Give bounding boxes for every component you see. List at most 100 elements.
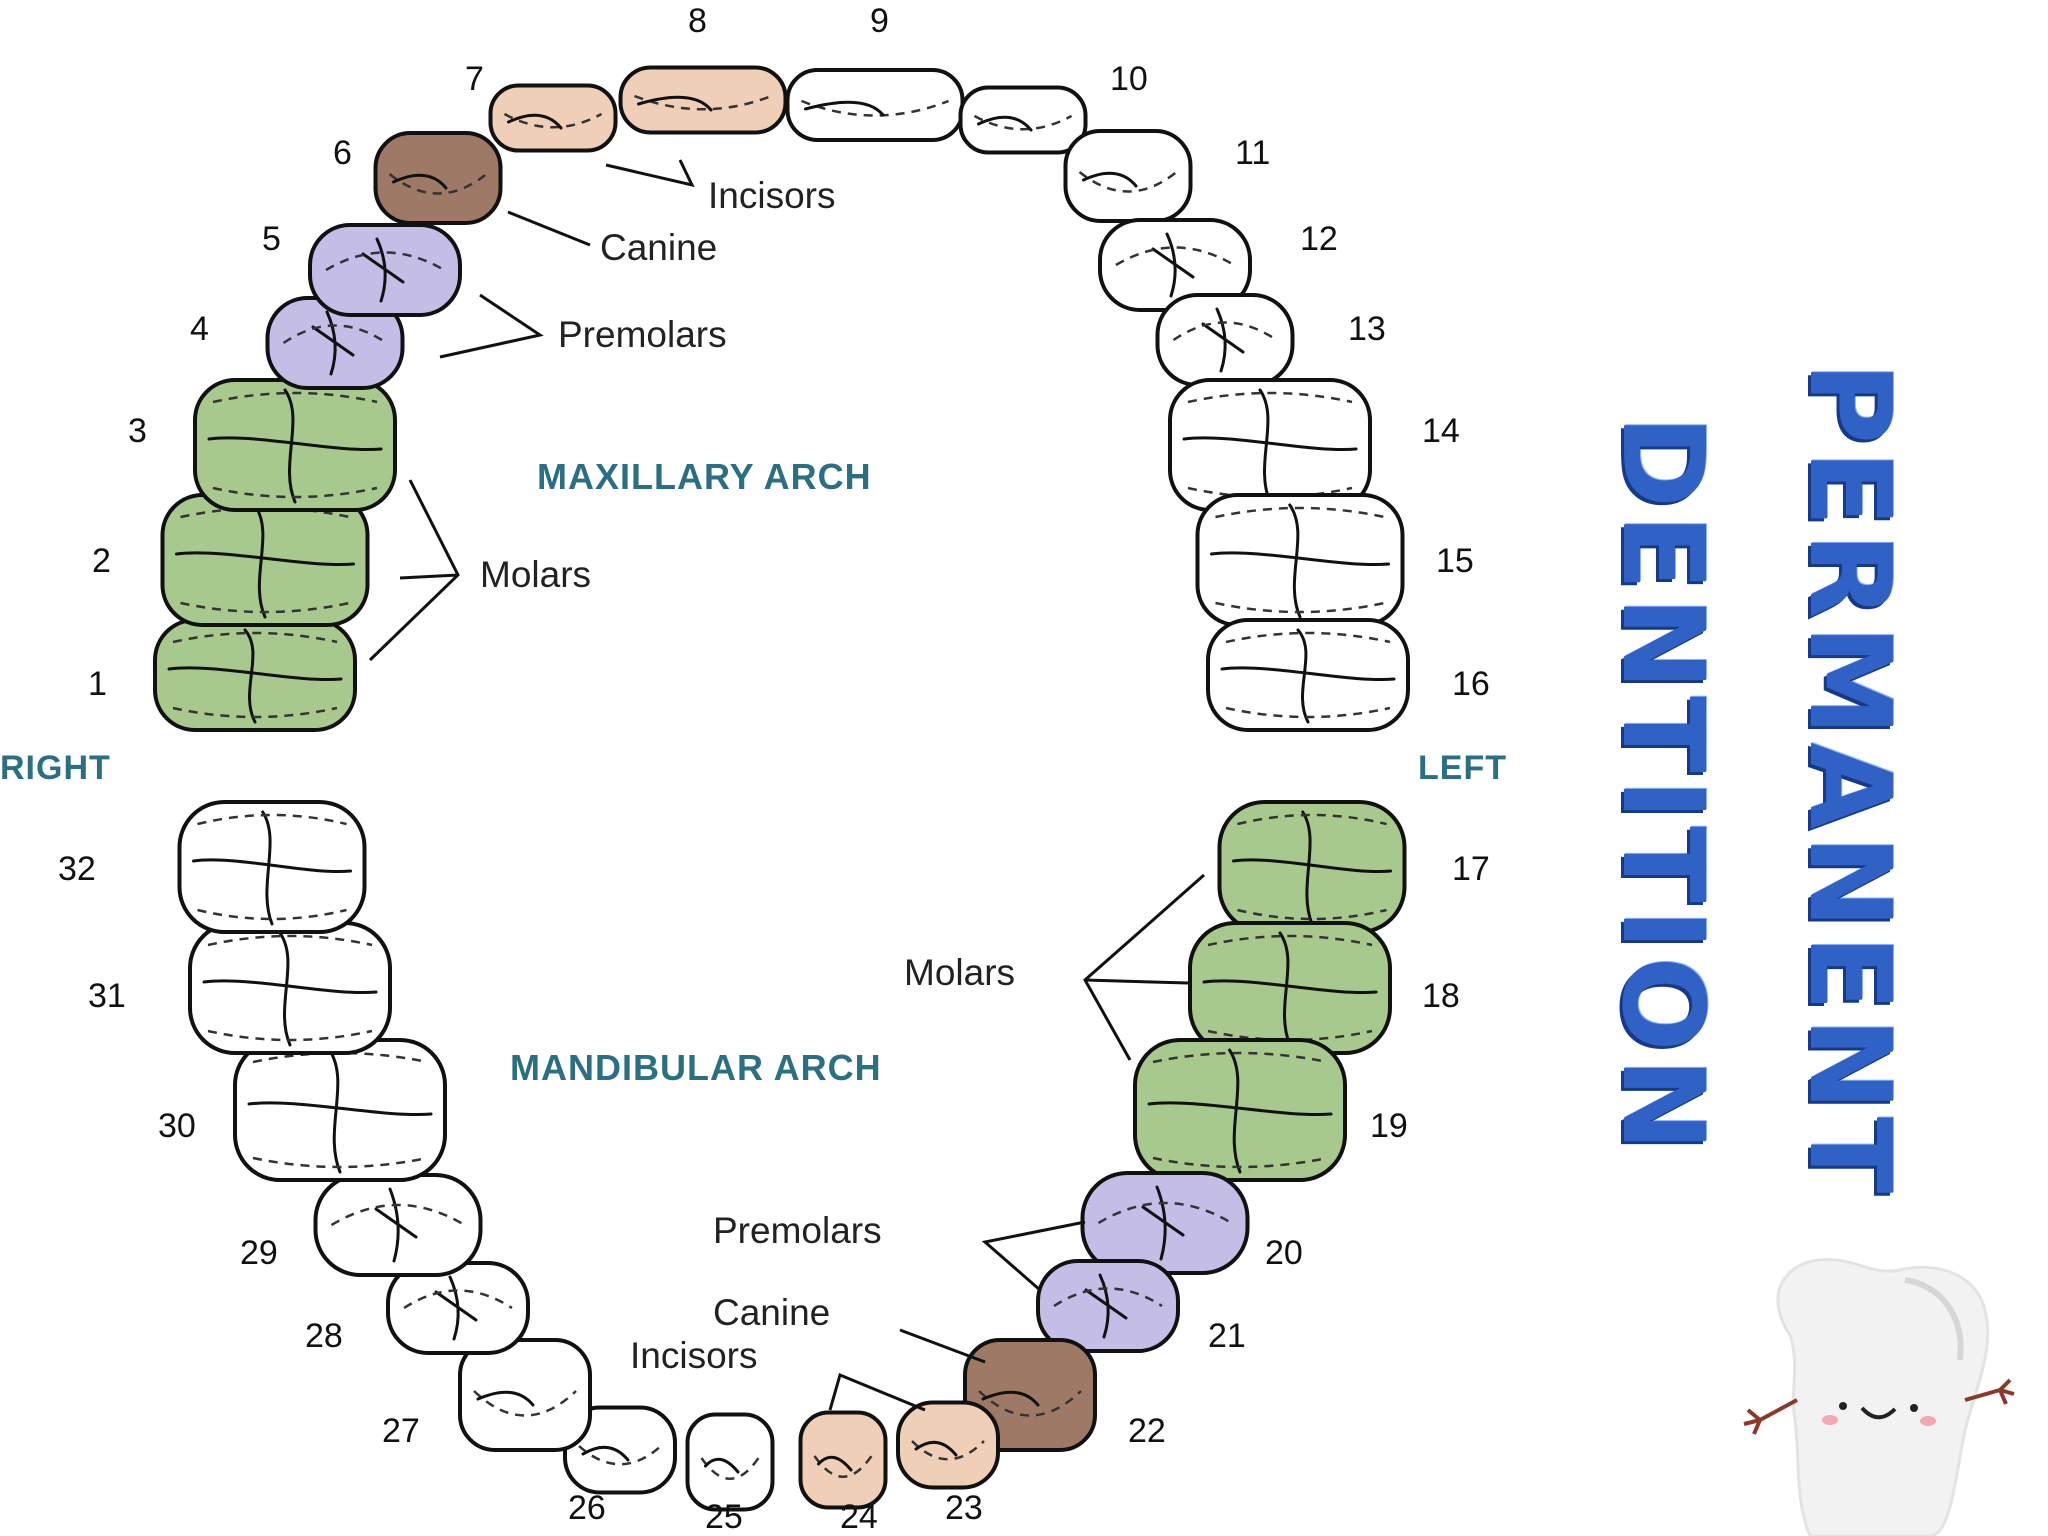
ridge-outline: [197, 813, 347, 921]
teeth-group: [153, 65, 1410, 1512]
tooth-crown: [798, 1410, 888, 1510]
marginal-line: [914, 1440, 958, 1457]
transverse-groove: [175, 551, 355, 567]
tooth-number-10: 10: [1110, 60, 1148, 98]
left-side-label: LEFT: [1418, 749, 1507, 787]
tooth-crown: [1188, 921, 1392, 1055]
lower-incisors-label: Incisors: [630, 1335, 757, 1376]
tooth-number-26: 26: [568, 1489, 606, 1527]
tooth-2: [160, 493, 370, 627]
tooth-10: [958, 85, 1088, 155]
marginal-line: [392, 173, 448, 190]
tooth-crown: [233, 1038, 447, 1182]
tooth-8: [618, 65, 788, 135]
tooth-16: [1206, 618, 1410, 732]
incisal-ridge: [1078, 171, 1178, 193]
tooth-number-4: 4: [190, 310, 209, 348]
marginal-line: [704, 1457, 740, 1474]
upper-premolars-label: Premolars: [558, 314, 727, 355]
tooth-number-22: 22: [1128, 1412, 1166, 1450]
tooth-11: [1063, 129, 1193, 223]
incisal-ridge: [700, 1457, 760, 1480]
tooth-4: [265, 296, 405, 390]
tooth-number-25: 25: [705, 1498, 743, 1536]
tooth-number-7: 7: [465, 60, 484, 98]
tooth-21: [1036, 1259, 1180, 1353]
premolar-groove: [361, 237, 405, 303]
ridge-outline: [212, 391, 378, 499]
upper-incisors-label: Incisors: [708, 175, 835, 216]
transverse-groove: [207, 436, 383, 452]
premolar-groove: [1201, 307, 1245, 373]
lower-canine-leader: [899, 1328, 986, 1364]
tooth-crown: [193, 378, 397, 512]
tooth-number-17: 17: [1452, 850, 1490, 888]
tooth-14: [1168, 378, 1372, 512]
tooth-number-5: 5: [262, 220, 281, 258]
incisal-ridge: [388, 173, 488, 195]
tooth-18: [1188, 921, 1392, 1055]
transverse-groove: [1232, 858, 1392, 874]
tooth-7: [488, 83, 618, 153]
ridge-outline: [1152, 1051, 1328, 1169]
upper-molars-leader: [368, 479, 460, 662]
premolar-groove: [1151, 232, 1195, 298]
premolar-groove: [311, 310, 355, 376]
incisal-ridge: [973, 114, 1073, 131]
incisal-ridge: [503, 112, 603, 129]
tooth-1: [153, 618, 357, 732]
incisal-ridge: [473, 1390, 577, 1417]
premolar-groove: [1141, 1185, 1185, 1261]
tooth-crown: [785, 68, 965, 142]
tooth-number-29: 29: [240, 1234, 278, 1272]
tooth-crown: [1217, 800, 1407, 934]
tooth-crown: [188, 921, 392, 1055]
maxillary-arch-label: MAXILLARY ARCH: [537, 456, 872, 497]
tooth-number-20: 20: [1265, 1234, 1303, 1272]
upper-molars-label: Molars: [480, 554, 591, 595]
tooth-26: [563, 1405, 677, 1495]
transverse-groove: [1220, 666, 1396, 682]
lower-molars-leader: [1083, 873, 1205, 1061]
tooth-number-11: 11: [1235, 134, 1270, 172]
smiling-tooth-icon: [1743, 1258, 2015, 1536]
upper-premolars-leader: [439, 293, 544, 359]
tooth-number-13: 13: [1348, 310, 1386, 348]
tooth-9: [785, 68, 965, 142]
tooth-17: [1217, 800, 1407, 934]
ridge-outline: [1097, 1201, 1233, 1225]
transverse-groove: [1202, 979, 1378, 995]
tooth-number-21: 21: [1208, 1317, 1246, 1355]
tooth-crown: [153, 618, 357, 732]
tooth-crown: [488, 83, 618, 153]
tooth-number-28: 28: [305, 1317, 343, 1355]
tooth-number-16: 16: [1452, 665, 1490, 703]
tooth-3: [193, 378, 397, 512]
transverse-groove: [247, 1101, 433, 1117]
ridge-outline: [1053, 1287, 1163, 1308]
transverse-groove: [167, 666, 343, 682]
title-line-2: DENTITION: [1597, 415, 1727, 1158]
marginal-line: [981, 1390, 1040, 1407]
transverse-groove: [1210, 551, 1390, 567]
tooth-crown: [458, 1338, 592, 1452]
marginal-line: [476, 1390, 535, 1407]
transverse-groove: [202, 979, 378, 995]
tooth-number-2: 2: [92, 542, 111, 580]
marginal-line: [637, 95, 713, 112]
marginal-line: [977, 115, 1033, 132]
tooth-number-18: 18: [1422, 977, 1460, 1015]
upper-molars-leader-mid: [399, 573, 459, 580]
tooth-number-23: 23: [945, 1489, 983, 1527]
ridge-outline: [1215, 506, 1385, 614]
tooth-crown: [160, 493, 370, 627]
tooth-13: [1155, 293, 1295, 387]
marginal-line: [804, 100, 885, 117]
tooth-number-6: 6: [333, 134, 352, 172]
tooth-crown: [958, 85, 1088, 155]
ridge-outline: [282, 324, 388, 345]
tooth-20: [1080, 1171, 1250, 1275]
tooth-15: [1195, 493, 1405, 627]
ridge-outline: [403, 1289, 513, 1310]
ridge-outline: [172, 631, 338, 719]
